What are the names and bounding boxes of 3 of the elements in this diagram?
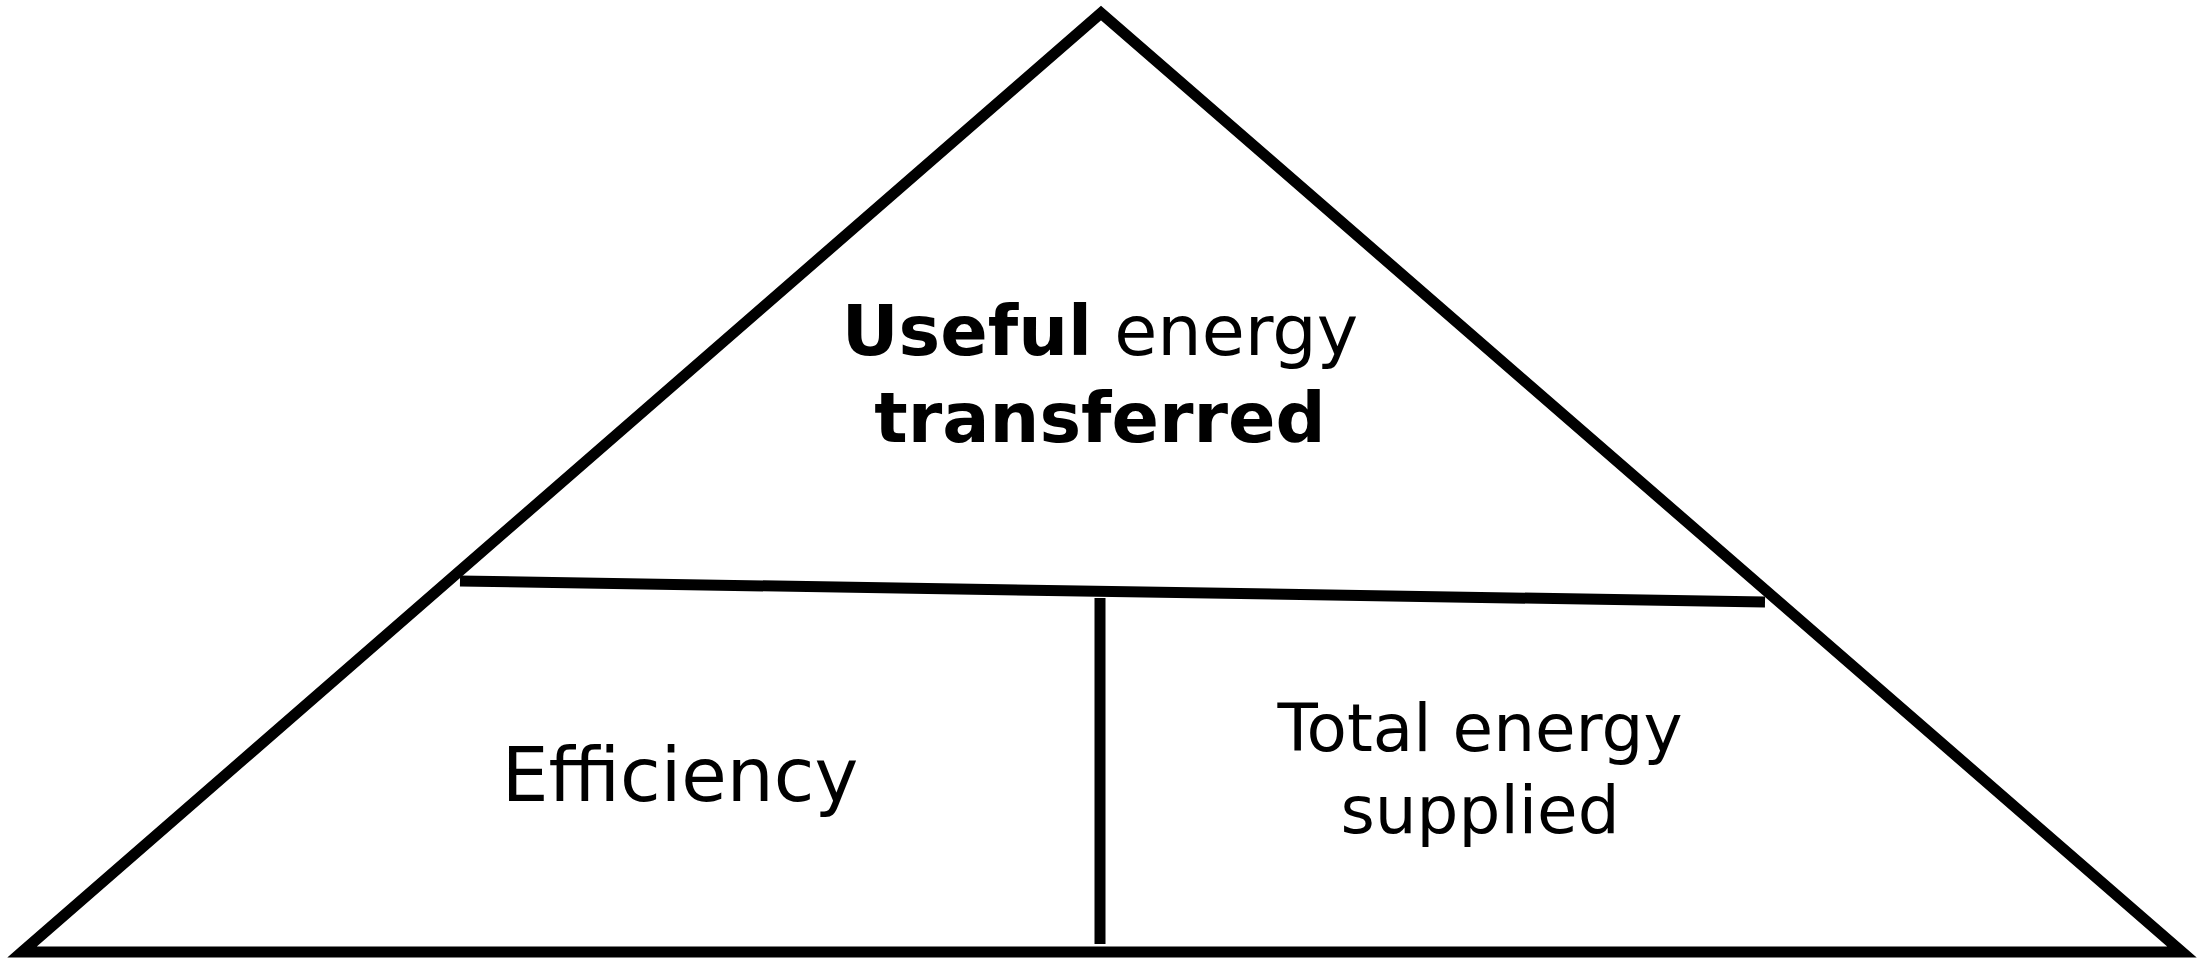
- numerator-text: Useful energy transferred: [840, 288, 1360, 461]
- denominator-text: Total energy supplied: [1276, 688, 1684, 851]
- efficiency-text: Efficiency: [501, 730, 859, 820]
